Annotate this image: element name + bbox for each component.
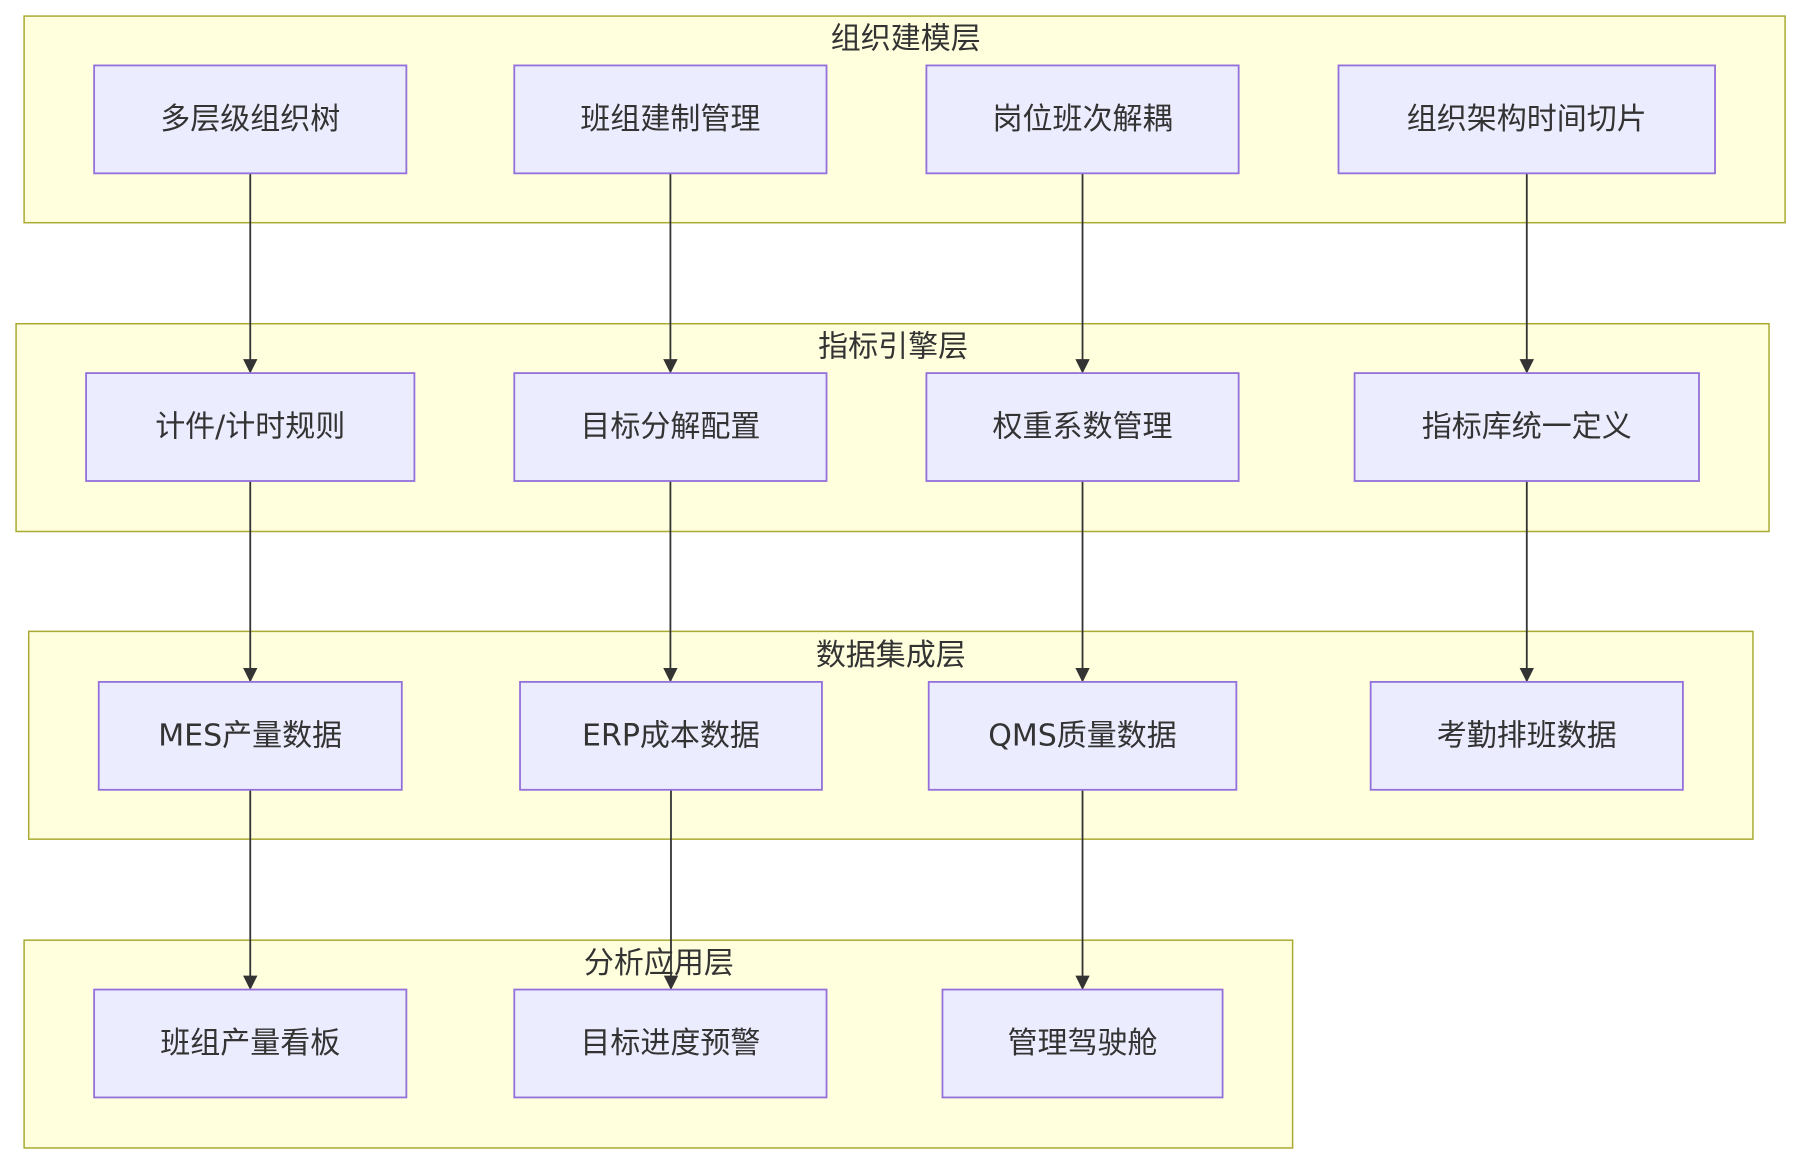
node-box [941, 988, 1224, 1099]
node-o3: 岗位班次解耦 [925, 64, 1240, 175]
layer-title: 指标引擎层 [818, 329, 968, 364]
node-label: 目标分解配置 [580, 410, 760, 445]
node-label: 班组建制管理 [580, 102, 760, 137]
node-m4: 指标库统一定义 [1353, 372, 1700, 482]
node-d3: QMS质量数据 [927, 680, 1238, 791]
edges [243, 173, 1534, 990]
node-box [97, 680, 403, 791]
node-box [1369, 680, 1684, 791]
node-box [925, 64, 1240, 175]
node-label: 管理驾驶舱 [1008, 1026, 1158, 1061]
node-label: 目标进度预警 [580, 1026, 760, 1061]
node-box [1337, 64, 1716, 175]
node-label: MES产量数据 [158, 718, 342, 753]
node-o4: 组织架构时间切片 [1337, 64, 1716, 175]
node-d4: 考勤排班数据 [1369, 680, 1684, 791]
node-box [927, 680, 1238, 791]
node-m1: 计件/计时规则 [85, 372, 416, 482]
node-d2: ERP成本数据 [519, 680, 823, 791]
node-o1: 多层级组织树 [93, 64, 408, 175]
node-o2: 班组建制管理 [513, 64, 828, 175]
node-box [1353, 372, 1700, 482]
layer-title: 分析应用层 [584, 946, 734, 981]
node-label: 多层级组织树 [160, 102, 340, 137]
node-box [925, 372, 1240, 482]
node-a1: 班组产量看板 [93, 988, 408, 1099]
node-label: 权重系数管理 [993, 410, 1173, 445]
node-a3: 管理驾驶舱 [941, 988, 1224, 1099]
node-a2: 目标进度预警 [513, 988, 828, 1099]
node-box [513, 64, 828, 175]
node-box [519, 680, 823, 791]
node-label: 组织架构时间切片 [1407, 102, 1647, 137]
node-box [93, 988, 408, 1099]
node-label: QMS质量数据 [988, 718, 1177, 753]
node-label: 计件/计时规则 [155, 410, 345, 445]
node-box [93, 64, 408, 175]
layer-title: 数据集成层 [816, 638, 966, 673]
layer-title: 组织建模层 [831, 22, 981, 57]
node-label: 考勤排班数据 [1437, 718, 1617, 753]
node-box [513, 988, 828, 1099]
node-label: 岗位班次解耦 [993, 102, 1173, 137]
node-d1: MES产量数据 [97, 680, 403, 791]
node-label: ERP成本数据 [582, 718, 760, 753]
node-label: 指标库统一定义 [1422, 410, 1632, 445]
node-m3: 权重系数管理 [925, 372, 1240, 482]
node-box [513, 372, 828, 482]
node-box [85, 372, 416, 482]
node-label: 班组产量看板 [160, 1026, 340, 1061]
node-m2: 目标分解配置 [513, 372, 828, 482]
